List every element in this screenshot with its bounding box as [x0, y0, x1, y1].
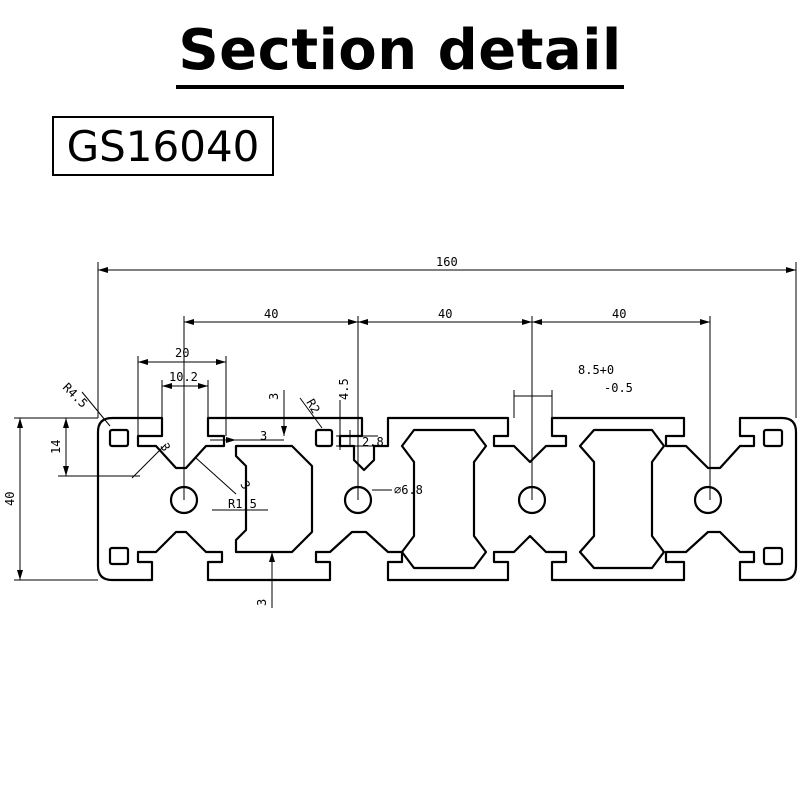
dim-wall-c: 3 — [267, 393, 281, 400]
pocket-bl — [108, 546, 130, 566]
dim-pitch-1: 40 — [264, 307, 278, 321]
dim-wall-d: 3 — [260, 429, 267, 443]
part-number-box: GS16040 — [52, 116, 274, 176]
dim-tol-line1: 8.5+0 — [578, 363, 614, 377]
dim-corner-radius: R4.5 — [60, 380, 90, 410]
dim-base-wall: 3 — [255, 599, 269, 606]
dim-pitch-2: 40 — [438, 307, 452, 321]
dim-lip: 2.8 — [362, 435, 384, 449]
profile-outline — [96, 416, 798, 582]
dim-slot-outer: 20 — [175, 346, 189, 360]
dim-height-total: 40 — [3, 492, 17, 506]
pocket-tl — [108, 428, 130, 448]
core-hole-4 — [693, 485, 723, 515]
dimension-lines — [14, 262, 797, 608]
cavity-1 — [234, 444, 314, 554]
page-title: Section detail — [0, 18, 800, 89]
cavity-2 — [400, 428, 488, 570]
pocket-tr — [762, 428, 784, 448]
arrowheads — [17, 267, 796, 580]
dim-overall-width: 160 — [436, 255, 458, 269]
dim-hole: ⌀6.8 — [394, 483, 423, 497]
dim-slot-radius: R2 — [303, 397, 322, 417]
dim-inner-radius: R1.5 — [228, 497, 257, 511]
dim-tol-line2: -0.5 — [604, 381, 633, 395]
dim-wall-a: 3 — [157, 441, 173, 454]
dim-pitch-3: 40 — [612, 307, 626, 321]
pocket-br — [762, 546, 784, 566]
outer-contour — [96, 416, 798, 582]
pocket-slot2 — [314, 428, 334, 448]
dim-depth: 4.5 — [337, 378, 351, 400]
cavity-3 — [578, 428, 666, 570]
page-title-text: Section detail — [176, 21, 624, 89]
dim-height-left: 14 — [49, 440, 63, 454]
dim-slot-inner: 10.2 — [169, 370, 198, 384]
